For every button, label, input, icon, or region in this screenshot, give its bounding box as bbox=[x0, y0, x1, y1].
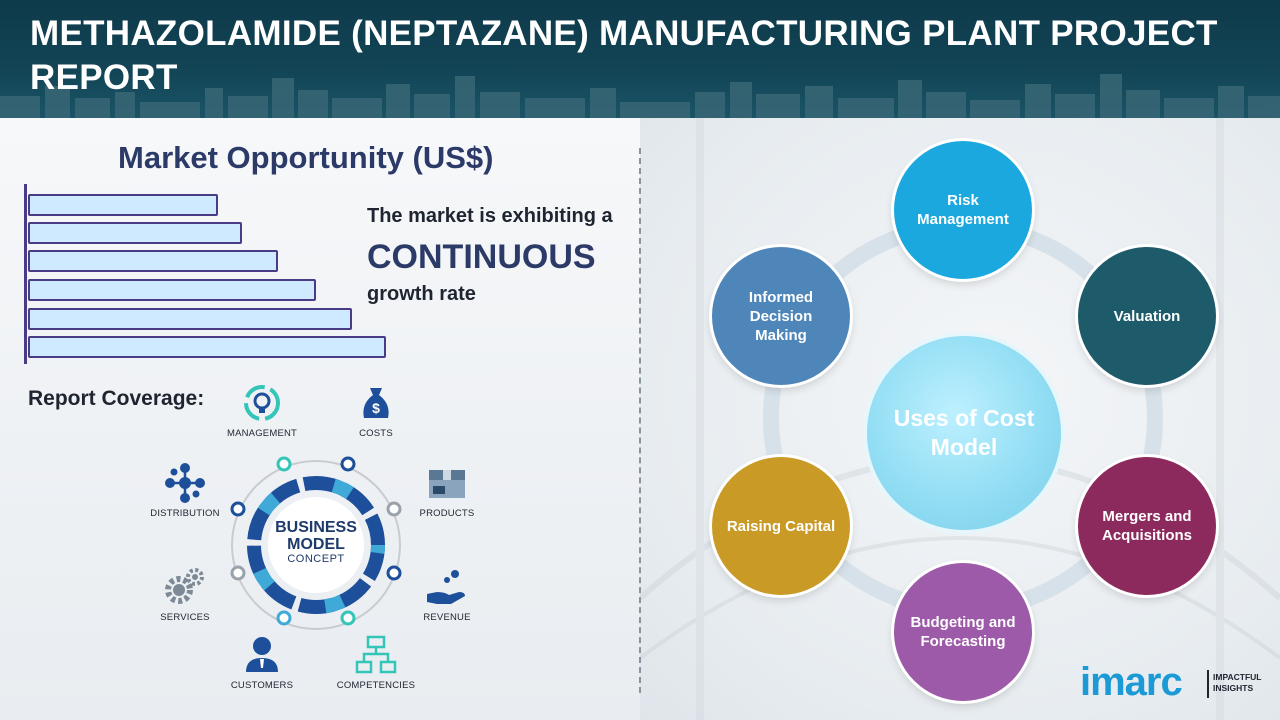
coverage-item-management: MANAGEMENT bbox=[207, 382, 317, 439]
coverage-item-costs: $ COSTS bbox=[321, 382, 431, 439]
node-valuation: Valuation bbox=[1078, 247, 1216, 385]
coverage-label-management: MANAGEMENT bbox=[226, 428, 298, 439]
business-model-ring bbox=[230, 456, 402, 630]
network-icon bbox=[165, 463, 205, 503]
logo-tagline-line1: IMPACTFUL bbox=[1213, 672, 1262, 682]
logo-tagline-line2: INSIGHTS bbox=[1213, 683, 1254, 693]
node-informed-decision-making: Informed Decision Making bbox=[712, 247, 850, 385]
market-text-highlight: CONTINUOUS bbox=[367, 238, 596, 276]
coverage-item-services: SERVICES bbox=[130, 566, 240, 623]
business-model-line3: CONCEPT bbox=[287, 553, 345, 565]
left-background bbox=[0, 118, 640, 720]
city-skyline-image bbox=[0, 74, 1280, 118]
node-budgeting-forecasting: Budgeting and Forecasting bbox=[894, 563, 1032, 701]
growth-bar bbox=[28, 279, 316, 301]
page-title: METHAZOLAMIDE (NEPTAZANE) MANUFACTURING … bbox=[30, 14, 1218, 97]
report-coverage-label: Report Coverage: bbox=[28, 387, 205, 410]
coverage-label-costs: COSTS bbox=[359, 428, 393, 439]
svg-text:$: $ bbox=[372, 400, 380, 416]
cost-model-center: Uses of Cost Model bbox=[867, 336, 1061, 530]
hand-coins-icon bbox=[427, 570, 465, 604]
coverage-label-distribution: DISTRIBUTION bbox=[150, 508, 220, 519]
logo-separator bbox=[1207, 670, 1209, 698]
panel-divider bbox=[639, 148, 641, 693]
node-risk-management: Risk Management bbox=[894, 141, 1032, 279]
growth-bar bbox=[28, 308, 352, 330]
market-text-line1: The market is exhibiting a bbox=[367, 205, 613, 227]
logo-tagline: IMPACTFUL INSIGHTS bbox=[1213, 672, 1261, 694]
logo-wordmark: imarc bbox=[1080, 660, 1183, 704]
management-icon bbox=[244, 385, 280, 421]
node-raising-capital: Raising Capital bbox=[712, 457, 850, 595]
coverage-item-revenue: REVENUE bbox=[392, 566, 502, 623]
hierarchy-icon bbox=[355, 635, 397, 674]
growth-bar bbox=[28, 250, 278, 272]
business-model-line2: MODEL bbox=[287, 536, 345, 553]
coverage-item-distribution: DISTRIBUTION bbox=[130, 462, 240, 519]
market-text-line3: growth rate bbox=[367, 283, 476, 305]
coverage-label-competencies: COMPETENCIES bbox=[336, 680, 416, 691]
node-mergers-acquisitions: Mergers and Acquisitions bbox=[1078, 457, 1216, 595]
imarc-logo: imarc IMPACTFUL INSIGHTS bbox=[1080, 660, 1270, 704]
coverage-item-competencies: COMPETENCIES bbox=[321, 634, 431, 691]
coverage-label-products: PRODUCTS bbox=[419, 508, 475, 519]
money-bag-icon: $ bbox=[363, 388, 389, 418]
coverage-label-services: SERVICES bbox=[160, 612, 210, 623]
header-banner: METHAZOLAMIDE (NEPTAZANE) MANUFACTURING … bbox=[0, 0, 1280, 118]
gears-icon bbox=[165, 568, 204, 604]
boxes-icon bbox=[429, 470, 465, 498]
growth-bar bbox=[28, 222, 242, 244]
business-model-line1: BUSINESS bbox=[275, 519, 357, 536]
growth-bar bbox=[28, 336, 386, 358]
growth-bar bbox=[28, 194, 218, 216]
coverage-label-revenue: REVENUE bbox=[423, 612, 471, 623]
customer-icon bbox=[246, 637, 278, 672]
coverage-label-customers: CUSTOMERS bbox=[230, 680, 294, 691]
business-model-center: BUSINESS MODEL CONCEPT bbox=[258, 519, 374, 565]
coverage-item-customers: CUSTOMERS bbox=[207, 634, 317, 691]
bar-axis bbox=[24, 184, 27, 364]
market-opportunity-title: Market Opportunity (US$) bbox=[118, 140, 494, 175]
growth-bar-graphic bbox=[24, 184, 404, 364]
coverage-item-products: PRODUCTS bbox=[392, 462, 502, 519]
